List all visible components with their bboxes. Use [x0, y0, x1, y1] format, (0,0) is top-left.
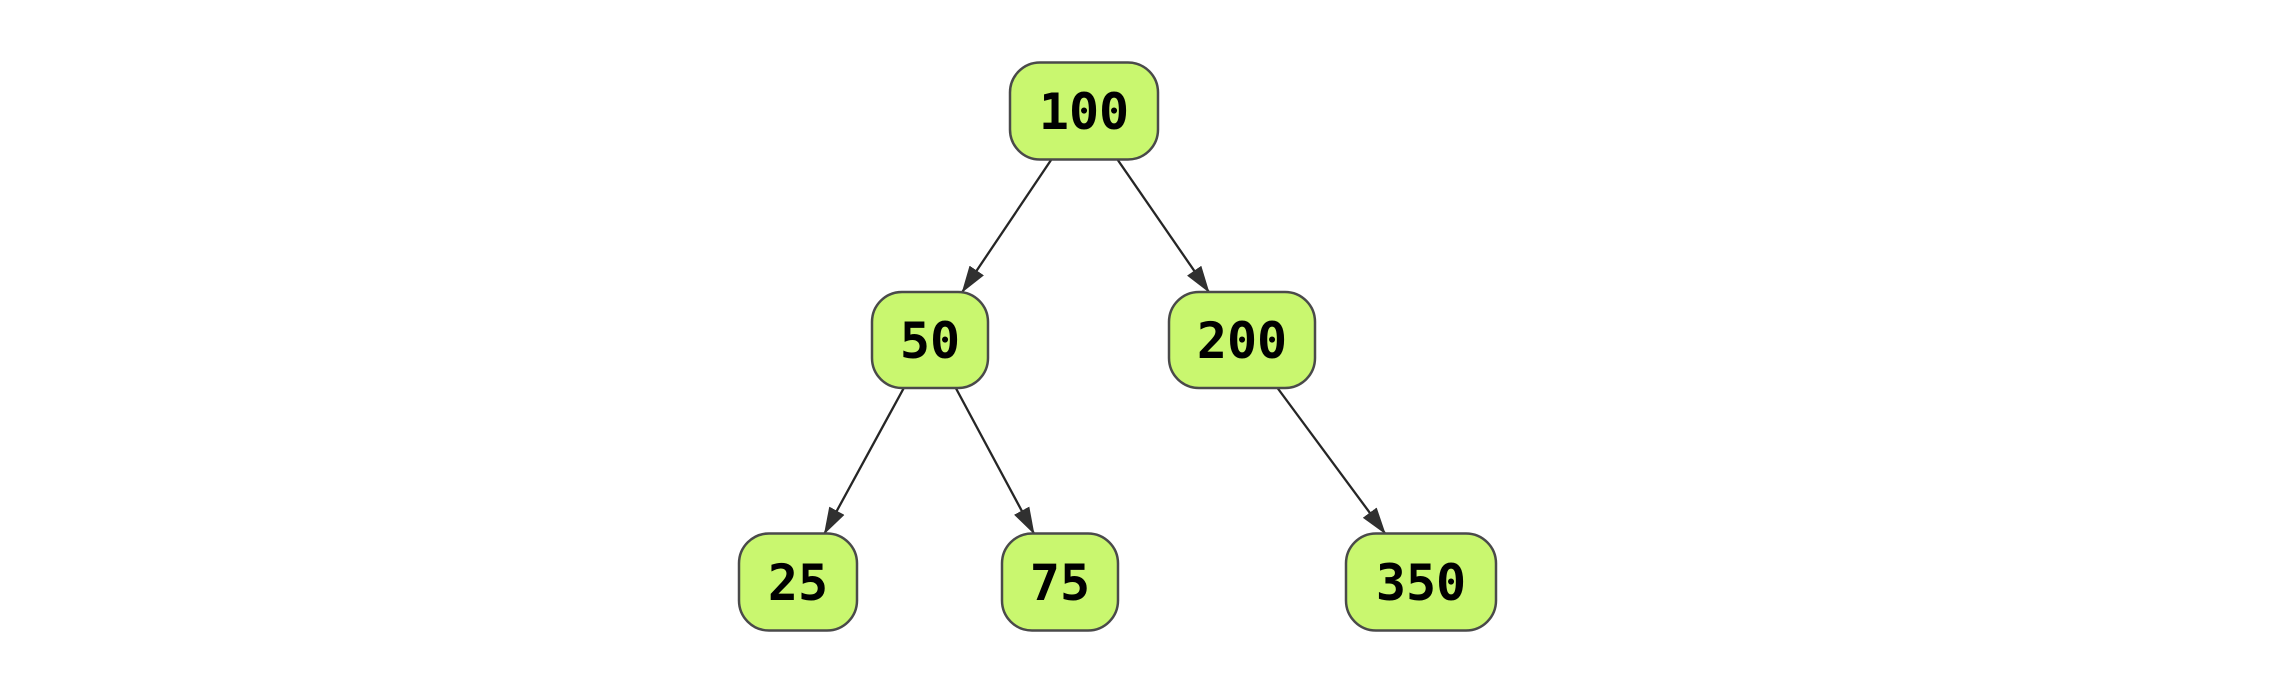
tree-edge-200-to-350 — [1276, 387, 1387, 535]
tree-node-shape — [737, 532, 859, 632]
tree-edge-50-to-25 — [823, 387, 905, 535]
tree-node-shape — [870, 290, 990, 390]
tree-node-shape — [1000, 532, 1120, 632]
tree-node-label: 200 — [1197, 312, 1287, 370]
tree-edge-50-to-75 — [954, 387, 1035, 535]
tree-node-label: 50 — [900, 312, 960, 370]
tree-node-50: 50 — [870, 290, 990, 390]
tree-node-shape — [1344, 532, 1498, 632]
tree-node-shape — [1008, 61, 1160, 161]
tree-node-label: 75 — [1030, 554, 1090, 612]
tree-node-200: 200 — [1167, 290, 1317, 390]
tree-node-label: 100 — [1039, 83, 1129, 141]
tree-node-75: 75 — [1000, 532, 1120, 632]
tree-edge-100-to-50 — [961, 158, 1053, 293]
tree-node-label: 350 — [1376, 554, 1466, 612]
tree-node-shape — [1167, 290, 1317, 390]
nodes-layer: 100 50 200 25 75 350 — [737, 61, 1498, 632]
edges-layer — [823, 158, 1387, 535]
tree-node-25: 25 — [737, 532, 859, 632]
tree-edge-100-to-200 — [1116, 158, 1210, 293]
tree-node-100: 100 — [1008, 61, 1160, 161]
tree-node-350: 350 — [1344, 532, 1498, 632]
tree-node-label: 25 — [768, 554, 828, 612]
